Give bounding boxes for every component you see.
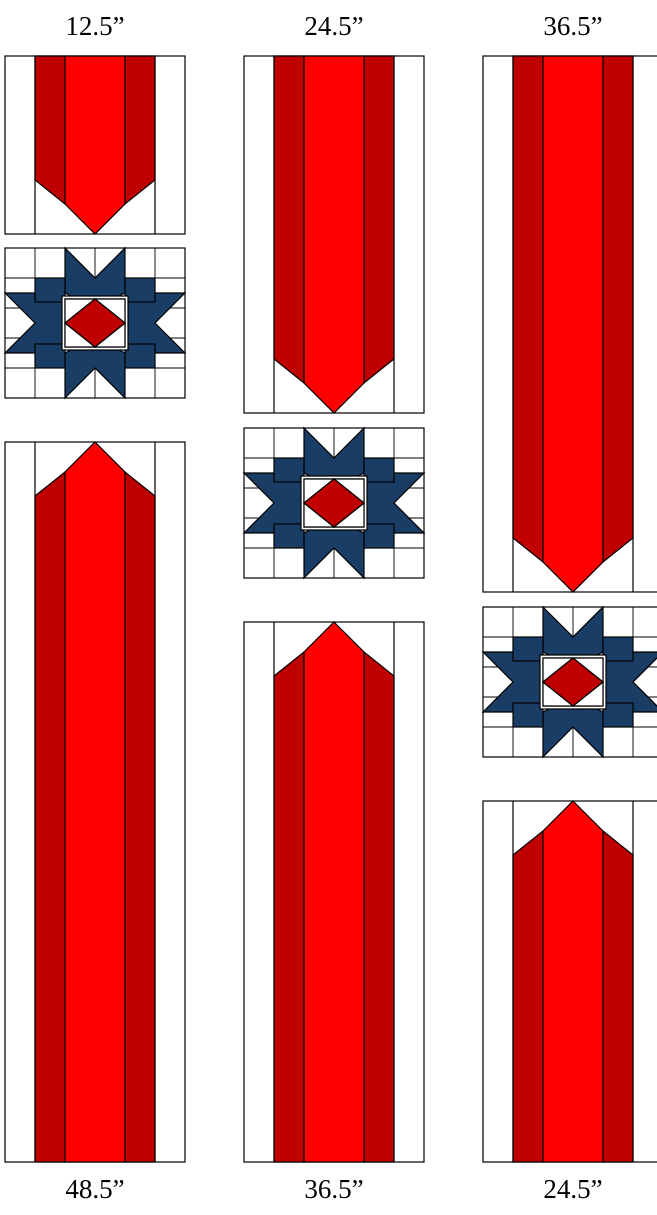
left-stripe [35, 472, 65, 1162]
corner-square [603, 637, 633, 661]
left-stripe [274, 652, 304, 1162]
center-stripe [304, 56, 364, 413]
corner-square [35, 344, 65, 368]
right-stripe [125, 56, 155, 204]
center-stripe [543, 801, 603, 1162]
pennant-block-col2-top [244, 56, 424, 413]
star-block-col3 [483, 607, 657, 757]
corner-square [513, 637, 543, 661]
corner-square [274, 458, 304, 482]
left-stripe [513, 831, 543, 1162]
star-block-col1 [5, 248, 185, 398]
corner-square [364, 524, 394, 548]
pennant-block-col1-top [5, 56, 185, 234]
center-stripe [304, 622, 364, 1162]
pennant-block-col2-bottom [244, 622, 424, 1162]
corner-square [513, 703, 543, 727]
left-stripe [513, 56, 543, 562]
corner-square [274, 524, 304, 548]
center-stripe [65, 56, 125, 234]
star-block-col2 [244, 428, 424, 578]
corner-square [125, 344, 155, 368]
left-stripe [35, 56, 65, 204]
corner-square [35, 278, 65, 302]
center-stripe [65, 442, 125, 1162]
pennant-block-col3-bottom [483, 801, 657, 1162]
pennant-block-col1-bottom [5, 442, 185, 1162]
left-stripe [274, 56, 304, 383]
corner-square [125, 278, 155, 302]
pennant-block-col3-top [483, 56, 657, 592]
corner-square [603, 703, 633, 727]
right-stripe [125, 472, 155, 1162]
right-stripe [603, 831, 633, 1162]
right-stripe [364, 652, 394, 1162]
right-stripe [364, 56, 394, 383]
corner-square [364, 458, 394, 482]
right-stripe [603, 56, 633, 562]
center-stripe [543, 56, 603, 592]
